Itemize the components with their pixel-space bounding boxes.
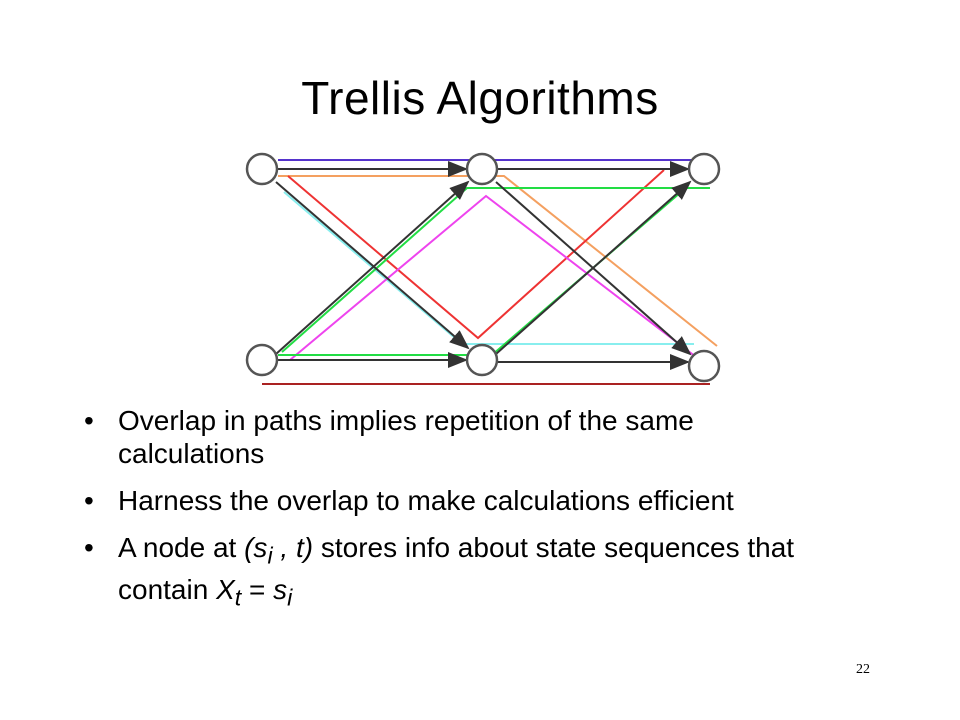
bullet-list: • Overlap in paths implies repetition of… <box>80 404 840 628</box>
path-cyan <box>283 191 694 345</box>
node-t1-bottom <box>245 343 279 377</box>
bullet-marker: • <box>84 532 94 563</box>
math-node-subscript: i <box>267 542 273 569</box>
math-node-open: (s <box>244 532 268 563</box>
node-t3-bottom <box>687 349 721 383</box>
page-number: 22 <box>856 662 870 677</box>
math-state-var: X <box>216 573 235 605</box>
bullet-item: • Overlap in paths implies repetition of… <box>80 404 840 470</box>
node-t2-bottom <box>465 343 499 377</box>
bullet-item: • A node at (si , t) stores info about s… <box>80 531 840 614</box>
transition-arrows <box>275 161 692 370</box>
path-red <box>287 169 665 340</box>
node-t1-top <box>245 152 279 186</box>
bullet-text: Harness the overlap to make calculations… <box>118 485 734 516</box>
path-green-2 <box>278 185 689 356</box>
math-state-subscript: t <box>234 584 242 611</box>
math-state-value: s <box>273 573 288 605</box>
path-magenta <box>289 194 701 361</box>
path-orange <box>278 175 718 347</box>
node-t3-top <box>687 152 721 186</box>
arrow-t1-top-bottom <box>275 181 470 350</box>
math-state-value-subscript: i <box>287 584 293 611</box>
arrow-t2-bottom-top <box>495 180 692 355</box>
bullet-item: • Harness the overlap to make calculatio… <box>80 484 840 517</box>
bullet-text: Overlap in paths implies repetition of t… <box>118 405 694 469</box>
math-node-close: , t) <box>272 532 314 563</box>
trellis-nodes <box>245 152 721 383</box>
trellis-diagram <box>245 152 721 385</box>
bullet-marker: • <box>84 405 94 436</box>
path-green <box>281 187 710 353</box>
bullet-marker: • <box>84 485 94 516</box>
arrow-t1-bottom-top <box>275 180 470 355</box>
node-t2-top <box>465 152 499 186</box>
math-equals: = <box>241 573 274 605</box>
bullet-text-middle: stores info about state sequences that c… <box>118 532 795 605</box>
bullet-text-prefix: A node at <box>118 532 245 563</box>
slide-title: Trellis Algorithms <box>301 72 659 124</box>
